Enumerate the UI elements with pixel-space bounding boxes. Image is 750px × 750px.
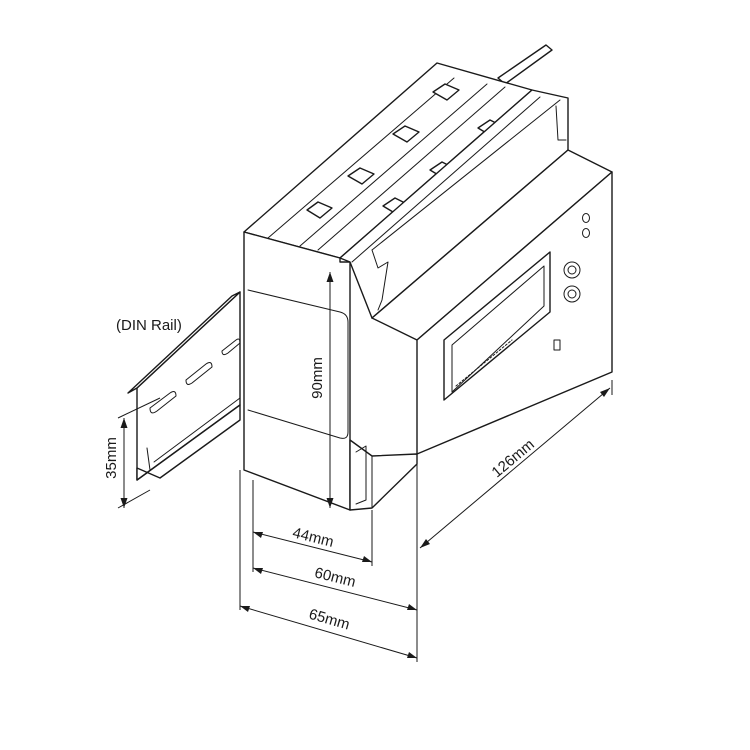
dimension-44mm <box>252 531 373 563</box>
dimension-60mm <box>252 567 418 611</box>
dimension-65mm <box>239 605 418 659</box>
dimension-35mm <box>117 397 161 509</box>
dimension-126mm <box>419 387 611 549</box>
din-rail <box>127 291 241 481</box>
dimension-60mm-label: 60mm <box>313 564 358 591</box>
dimension-90mm-label: 90mm <box>309 357 326 399</box>
dimension-90mm <box>326 272 334 508</box>
din-rail-callout: (DIN Rail) <box>116 317 182 334</box>
dimension-35mm-label: 35mm <box>103 437 120 479</box>
dimension-126mm-label: 126mm <box>488 436 537 481</box>
meter-body <box>243 44 613 511</box>
dimension-65mm-label: 65mm <box>307 606 352 634</box>
